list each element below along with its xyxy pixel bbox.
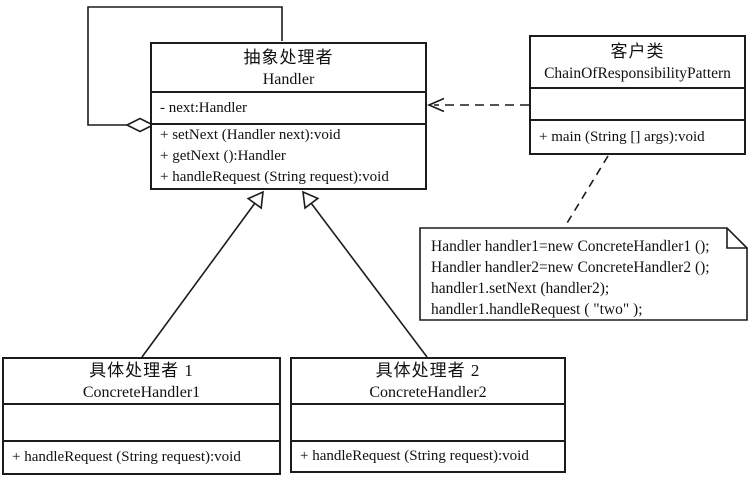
class-concrete-handler-1-name-zh: 具体处理者 1 (89, 361, 194, 380)
class-client-methods: + main (String [] args):void (531, 121, 744, 153)
class-client-attributes (531, 89, 744, 121)
note-fold-icon (726, 228, 747, 249)
class-handler-method-1: + getNext ():Handler (160, 148, 286, 164)
class-concrete-handler-2-name-en: ConcreteHandler2 (369, 384, 487, 401)
class-concrete-handler-2-name-zh: 具体处理者 2 (375, 361, 481, 380)
generalization-arrowhead-1-icon (246, 190, 264, 210)
code-note-line-3: handler1.handleRequest ( "two" ); (431, 301, 643, 318)
class-concrete-handler-1-title: 具体处理者 1 ConcreteHandler1 (4, 359, 279, 405)
generalization-arrowhead-2-icon (302, 190, 320, 210)
class-concrete-handler-2-methods: + handleRequest (String request):void (292, 442, 564, 471)
self-association-line (87, 6, 283, 126)
class-concrete-handler-2: 具体处理者 2 ConcreteHandler2 + handleRequest… (290, 357, 566, 473)
dependency-arrowhead-icon (426, 97, 445, 113)
class-handler-title: 抽象处理者 Handler (152, 44, 425, 93)
class-concrete-handler-2-attributes (292, 405, 564, 442)
class-concrete-handler-1-attributes (4, 405, 279, 442)
class-handler-method-0: + setNext (Handler next):void (160, 127, 341, 143)
class-concrete-handler-1-method-0: + handleRequest (String request):void (12, 449, 241, 465)
class-handler-method-2: + handleRequest (String request):void (160, 169, 389, 185)
class-client-name-zh: 客户类 (610, 42, 665, 61)
class-concrete-handler-2-title: 具体处理者 2 ConcreteHandler2 (292, 359, 564, 405)
class-client-name-en: ChainOfResponsibilityPattern (544, 65, 731, 82)
class-handler-name-zh: 抽象处理者 (243, 47, 334, 67)
note-shape (419, 227, 748, 321)
class-handler-name-en: Handler (262, 70, 315, 88)
class-handler-attribute-0: - next:Handler (160, 99, 248, 116)
code-note: Handler handler1=new ConcreteHandler1 ()… (420, 228, 747, 320)
code-note-line-0: Handler handler1=new ConcreteHandler1 ()… (431, 238, 710, 255)
class-concrete-handler-2-method-0: + handleRequest (String request):void (300, 448, 529, 464)
code-note-line-1: Handler handler2=new ConcreteHandler2 ()… (431, 259, 710, 276)
class-client: 客户类 ChainOfResponsibilityPattern + main … (529, 35, 746, 155)
class-handler-methods: + setNext (Handler next):void + getNext … (152, 125, 425, 188)
note-anchor-line (563, 155, 609, 229)
class-concrete-handler-1-methods: + handleRequest (String request):void (4, 442, 279, 473)
generalization-line-1 (141, 202, 256, 358)
class-handler-attributes: - next:Handler (152, 93, 425, 125)
class-client-title: 客户类 ChainOfResponsibilityPattern (531, 37, 744, 89)
class-client-method-0: + main (String [] args):void (539, 128, 705, 145)
class-handler: 抽象处理者 Handler - next:Handler + setNext (… (150, 42, 427, 190)
class-concrete-handler-1: 具体处理者 1 ConcreteHandler1 + handleRequest… (2, 357, 281, 475)
class-concrete-handler-1-name-en: ConcreteHandler1 (82, 384, 201, 401)
code-note-line-2: handler1.setNext (handler2); (431, 280, 610, 297)
generalization-line-2 (310, 202, 428, 358)
